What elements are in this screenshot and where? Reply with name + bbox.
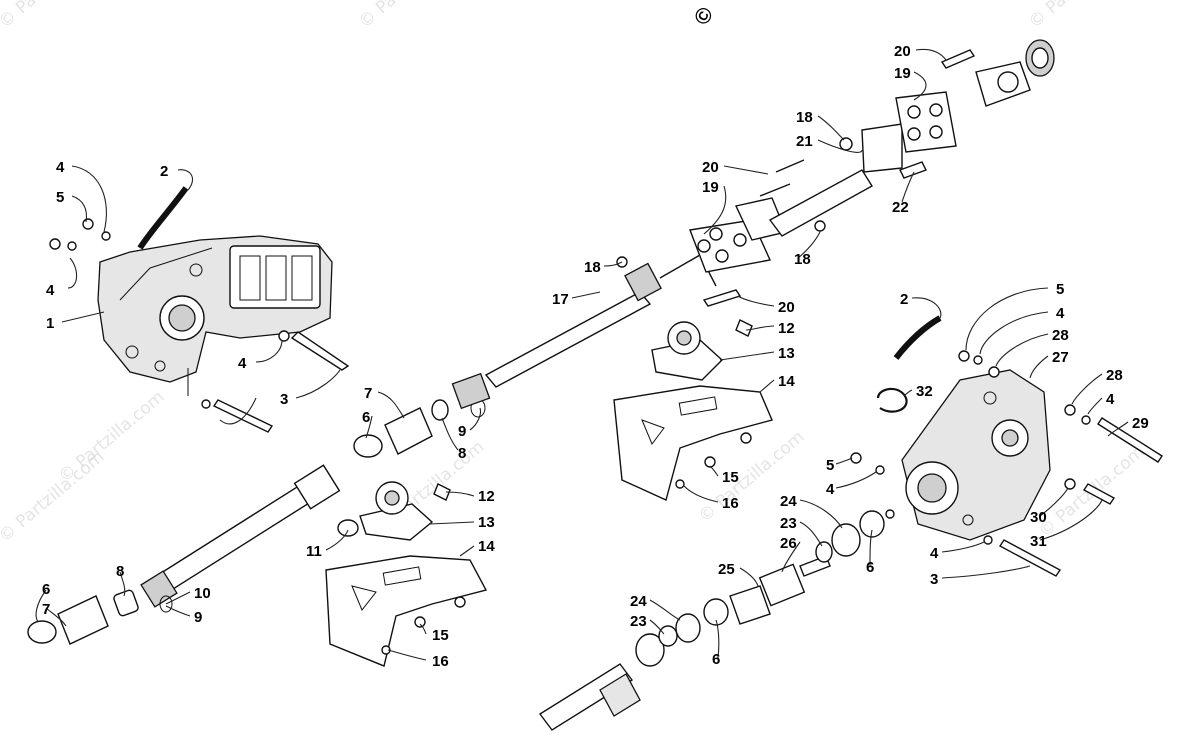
callouts-top-coupler: 20 19 18 21 22 [796, 43, 911, 216]
callout: 2 [160, 163, 168, 180]
callout: 19 [702, 179, 719, 196]
rear-differential-housing [901, 369, 1051, 541]
callout: 31 [1030, 533, 1047, 550]
callout: 4 [46, 282, 55, 299]
callout: 23 [780, 515, 797, 532]
snap-ring [876, 387, 908, 413]
callout: 8 [458, 445, 466, 462]
callout: 24 [780, 493, 797, 510]
upper-propshaft [484, 254, 717, 388]
callout: 5 [826, 457, 834, 474]
upper-mount-bracket [613, 385, 773, 501]
callout: 16 [722, 495, 739, 512]
callouts-front-boot: 7 6 9 8 [362, 385, 466, 462]
callout: 13 [778, 345, 795, 362]
callout: 4 [826, 481, 835, 498]
lower-mount-bracket [325, 555, 488, 667]
callout: 7 [42, 601, 50, 618]
callout: 20 [778, 299, 795, 316]
callout: 25 [718, 561, 735, 578]
callout: 9 [458, 423, 466, 440]
lower-boot-group [27, 589, 173, 645]
callouts-rear-housing: 2 32 5 4 28 27 28 4 29 5 4 30 31 4 3 [826, 281, 1149, 588]
callout: 26 [780, 535, 797, 552]
watermark: © Partzilla.com [0, 0, 108, 33]
callout: 5 [56, 189, 64, 206]
callout: 3 [280, 391, 288, 408]
callout: 3 [930, 571, 938, 588]
callout: 10 [194, 585, 211, 602]
callout: 20 [702, 159, 719, 176]
copyright-mark: © [689, 3, 719, 30]
callout: 14 [778, 373, 795, 390]
rear-output-shaft [538, 510, 885, 731]
callout: 19 [894, 65, 911, 82]
callout: 28 [1106, 367, 1123, 384]
rear-vent-hose [893, 315, 942, 360]
callout: 14 [478, 538, 495, 555]
callout: 6 [866, 559, 874, 576]
callouts-rear-shaft: 24 23 26 25 24 23 6 6 [630, 493, 874, 668]
callouts-upper-shaft: 18 17 20 19 18 20 12 13 14 15 16 [552, 159, 811, 512]
callout: 17 [552, 291, 569, 308]
callout: 2 [900, 291, 908, 308]
rear-housing-hardware [850, 350, 1163, 577]
upper-bearing-support [651, 319, 753, 381]
callout: 24 [630, 593, 647, 610]
upper-flex-coupler [616, 159, 873, 307]
callout: 1 [46, 315, 54, 332]
callout: 29 [1132, 415, 1149, 432]
callout: 12 [478, 488, 495, 505]
callout: 18 [796, 109, 813, 126]
callout: 15 [432, 627, 449, 644]
callout: 6 [362, 409, 370, 426]
callout: 6 [42, 581, 50, 598]
callout: 32 [916, 383, 933, 400]
callout: 27 [1052, 349, 1069, 366]
housing-hardware-left [49, 218, 350, 433]
callout: 4 [930, 545, 939, 562]
watermark: © Partzilla.com [0, 447, 108, 547]
callout: 23 [630, 613, 647, 630]
callout: 5 [1056, 281, 1064, 298]
callout: 13 [478, 514, 495, 531]
callout: 15 [722, 469, 739, 486]
callout: 21 [796, 133, 813, 150]
callout: 4 [56, 159, 65, 176]
top-flex-coupler [839, 39, 1055, 179]
callout: 18 [794, 251, 811, 268]
callout: 9 [194, 609, 202, 626]
callout: 12 [778, 320, 795, 337]
watermark: © Partzilla.com [355, 0, 468, 33]
lower-propshaft [140, 464, 359, 608]
callout: 4 [238, 355, 247, 372]
callout: 11 [306, 543, 322, 560]
callouts-left-housing: 4 5 2 4 1 4 3 [46, 159, 288, 408]
watermark: © Partzilla.com [1025, 0, 1138, 33]
front-boot-group [353, 372, 491, 458]
callout: 6 [712, 651, 720, 668]
lower-bearing-support [359, 481, 451, 541]
callout: 20 [894, 43, 911, 60]
callout: 30 [1030, 509, 1047, 526]
front-differential-housing [97, 235, 333, 383]
watermark: © Partzilla.com [695, 427, 808, 527]
callout: 18 [584, 259, 601, 276]
callout: 16 [432, 653, 449, 670]
vent-hose [137, 186, 189, 250]
callouts-lower-shaft: 6 7 8 10 9 11 12 13 14 15 16 [42, 488, 495, 670]
callout: 28 [1052, 327, 1069, 344]
callout: 22 [892, 199, 909, 216]
callout: 4 [1106, 391, 1115, 408]
leader-lines [35, 48, 1129, 661]
callout: 8 [116, 563, 124, 580]
callout: 7 [364, 385, 372, 402]
callout: 4 [1056, 305, 1065, 322]
